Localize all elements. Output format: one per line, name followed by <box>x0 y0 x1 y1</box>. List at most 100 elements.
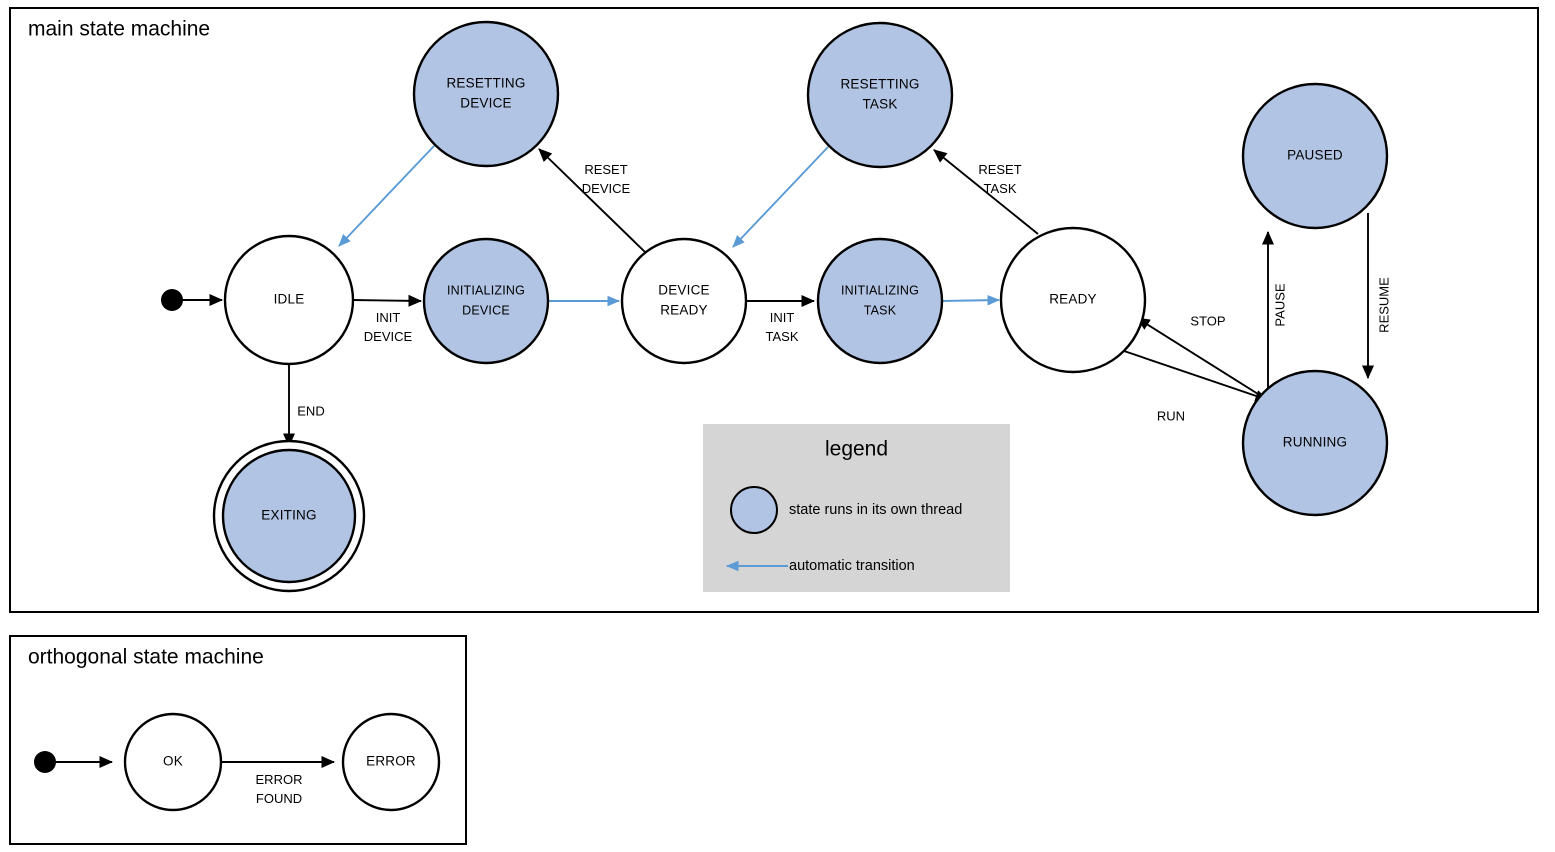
state-shape <box>1241 82 1389 230</box>
state-label: OK <box>163 754 183 769</box>
transition-label-line: TASK <box>984 181 1017 196</box>
state-label: RESETTING <box>840 77 919 92</box>
state-shape <box>341 712 441 812</box>
transition-device-ready-to-initializing-task[interactable]: INIT TASK <box>746 294 816 344</box>
legend-thread-state-swatch <box>730 486 778 534</box>
state-label: READY <box>660 303 708 318</box>
state-resetting-device[interactable]: RESETTING DEVICE <box>412 20 560 168</box>
state-exiting[interactable]: EXITING <box>212 439 366 593</box>
transition-label-line: RESET <box>584 162 627 177</box>
legend-title: legend <box>825 438 888 461</box>
state-label: ERROR <box>366 754 416 769</box>
transition-ok-to-error[interactable]: ERROR FOUND <box>221 755 336 806</box>
state-paused[interactable]: PAUSED <box>1241 82 1389 230</box>
transition-label-line: DEVICE <box>582 181 631 196</box>
transition-line <box>933 149 1039 235</box>
main-transitions-layer: INIT DEVICE RESET DEVICE INIT TASK RESET TASK EN… <box>183 145 1391 448</box>
transition-label: STOP <box>1190 313 1225 328</box>
state-ok[interactable]: OK <box>123 712 223 812</box>
state-initializing-task[interactable]: INITIALIZING TASK <box>816 237 944 365</box>
state-label: INITIALIZING <box>447 283 525 297</box>
state-shape <box>123 712 223 812</box>
state-label: RESETTING <box>446 76 525 91</box>
transition-running-to-paused[interactable]: PAUSE <box>1261 230 1287 400</box>
transition-label-line: DEVICE <box>364 329 413 344</box>
transition-label-line: INIT <box>770 310 795 325</box>
state-label: TASK <box>864 303 897 317</box>
transition-device-ready-to-resetting-device[interactable]: RESET DEVICE <box>538 148 646 253</box>
state-label: READY <box>1049 292 1097 307</box>
state-error[interactable]: ERROR <box>341 712 441 812</box>
transition-label-line: INIT <box>376 310 401 325</box>
transition-line <box>1123 350 1270 402</box>
state-shape <box>999 226 1147 374</box>
transition-resetting-device-to-idle[interactable] <box>338 145 435 247</box>
main-states-layer: IDLE INITIALIZING DEVICE DEVICE READY INITIAL… <box>161 20 1389 593</box>
transition-line <box>538 148 646 253</box>
state-running[interactable]: RUNNING <box>1241 369 1389 517</box>
transition-running-to-ready[interactable]: STOP <box>1136 313 1259 395</box>
transition-label: RESUME <box>1376 277 1391 333</box>
state-shape <box>412 20 560 168</box>
state-shape <box>620 237 748 365</box>
orthogonal-frame-title: orthogonal state machine <box>28 646 264 669</box>
transition-label-line: STOP <box>1190 313 1225 328</box>
state-ready[interactable]: READY <box>999 226 1147 374</box>
transition-label: INIT TASK <box>766 310 799 344</box>
state-label: IDLE <box>274 292 305 307</box>
state-device-ready[interactable]: DEVICE READY <box>620 237 748 365</box>
transition-label-line: RUN <box>1157 408 1185 423</box>
state-shape <box>223 234 355 366</box>
transition-label: END <box>297 403 324 418</box>
state-label: INITIALIZING <box>841 283 919 297</box>
transition-label: RESET DEVICE <box>582 162 631 196</box>
transition-line <box>941 294 1001 306</box>
transition-label: RESET TASK <box>978 162 1021 196</box>
transition-line <box>1136 317 1259 395</box>
transition-idle-to-initializing-device[interactable]: INIT DEVICE <box>352 294 423 344</box>
transition-ready-to-resetting-task[interactable]: RESET TASK <box>933 149 1039 235</box>
main-frame-title: main state machine <box>28 18 210 41</box>
transition-line <box>732 146 829 248</box>
transition-idle-to-exiting[interactable]: END <box>282 364 325 448</box>
state-label: EXITING <box>261 508 316 523</box>
state-label: TASK <box>862 97 897 112</box>
state-shape <box>806 21 954 169</box>
transition-resetting-task-to-device-ready[interactable] <box>732 146 829 248</box>
state-shape <box>1241 369 1389 517</box>
initial-state-dot <box>161 289 183 311</box>
state-label: DEVICE <box>460 96 511 111</box>
state-label: DEVICE <box>658 283 709 298</box>
transition-line <box>338 145 435 247</box>
transition-label-line: RESUME <box>1376 277 1391 333</box>
state-initializing-device[interactable]: INITIALIZING DEVICE <box>422 237 550 365</box>
state-shape <box>816 237 944 365</box>
transition-paused-to-running[interactable]: RESUME <box>1361 213 1391 380</box>
legend-item-thread-state: state runs in its own thread <box>789 502 962 518</box>
state-label: DEVICE <box>462 303 510 317</box>
transition-label-line: ERROR <box>256 772 303 787</box>
legend-item-auto-transition: automatic transition <box>789 558 915 574</box>
state-resetting-task[interactable]: RESETTING TASK <box>806 21 954 169</box>
transition-label-line: END <box>297 403 324 418</box>
transition-label: ERROR FOUND <box>256 772 303 806</box>
state-idle[interactable]: IDLE <box>223 234 355 366</box>
state-label: RUNNING <box>1283 435 1347 450</box>
orthogonal-initial-state-dot <box>34 751 56 773</box>
state-shape <box>221 448 357 584</box>
transition-label: PAUSE <box>1272 283 1287 326</box>
transition-label: INIT DEVICE <box>364 310 413 344</box>
transition-ready-to-running[interactable]: RUN <box>1123 350 1270 423</box>
legend: legend state runs in its own thread automa… <box>703 424 1010 592</box>
transition-label-line: TASK <box>766 329 799 344</box>
transition-label-line: RESET <box>978 162 1021 177</box>
transition-label-line: FOUND <box>256 791 302 806</box>
transition-label-line: PAUSE <box>1272 283 1287 326</box>
state-label: PAUSED <box>1287 148 1343 163</box>
orthogonal-states-layer: OK ERROR <box>34 712 441 812</box>
transition-initializing-task-to-ready[interactable] <box>941 294 1001 306</box>
transition-label: RUN <box>1157 408 1185 423</box>
transition-line <box>352 294 423 307</box>
